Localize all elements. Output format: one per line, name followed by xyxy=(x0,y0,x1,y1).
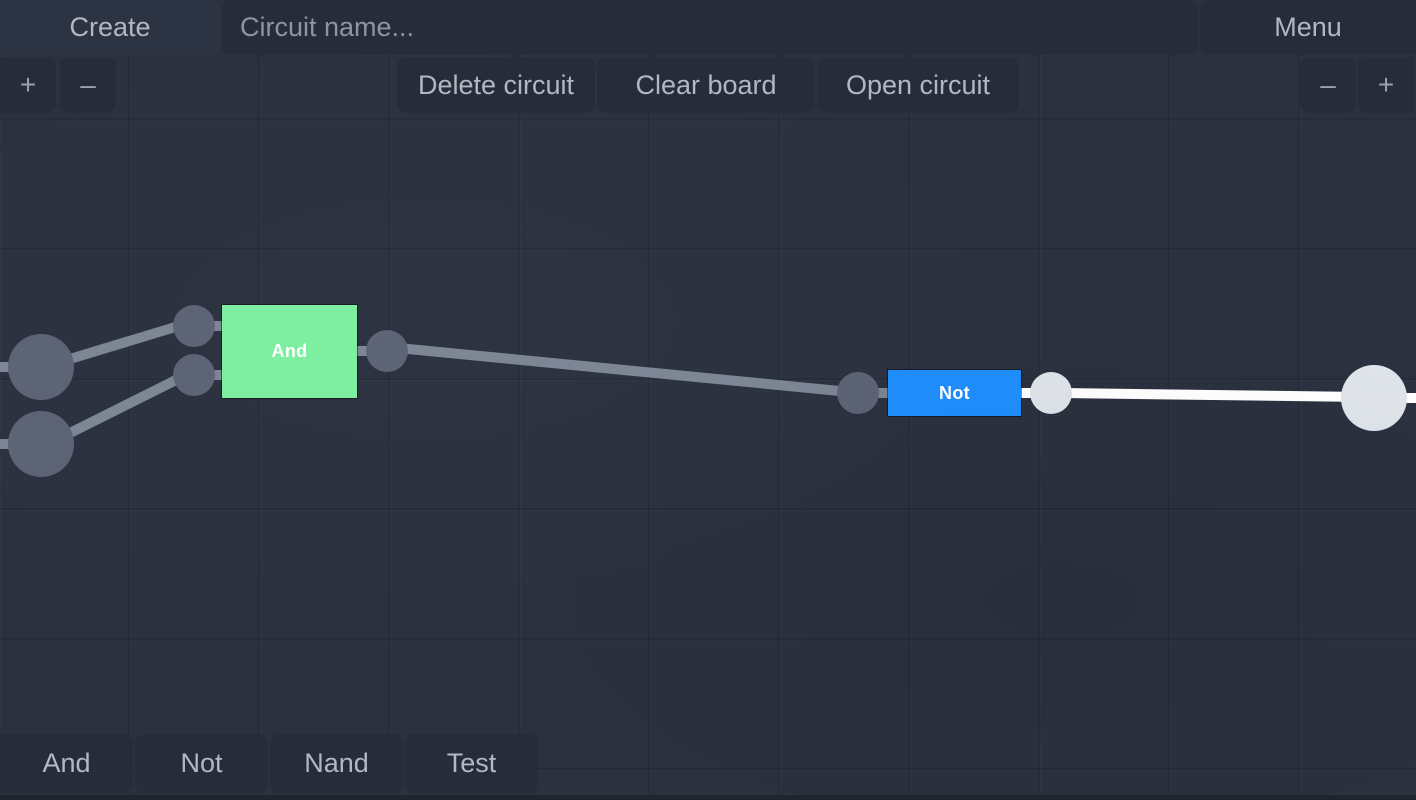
open-circuit-button[interactable]: Open circuit xyxy=(817,57,1019,113)
toolbar-secondary-row: + – Delete circuit Clear board Open circ… xyxy=(0,57,1416,113)
wire[interactable] xyxy=(57,372,185,443)
circuit-node[interactable] xyxy=(173,354,215,396)
create-button[interactable]: Create xyxy=(0,0,220,55)
palette-item-not[interactable]: Not xyxy=(135,734,268,793)
circuit-node[interactable] xyxy=(8,334,74,400)
toolbar-primary-row: Create Menu xyxy=(0,0,1416,55)
bottom-toolbar: And Not Nand Test xyxy=(0,729,1416,800)
delete-circuit-button[interactable]: Delete circuit xyxy=(397,57,595,113)
circuit-node[interactable] xyxy=(8,411,74,477)
circuit-node[interactable] xyxy=(1341,365,1407,431)
wire[interactable] xyxy=(1061,388,1365,402)
circuit-node[interactable] xyxy=(173,305,215,347)
palette-item-test[interactable]: Test xyxy=(405,734,538,793)
zoom-in-right-button[interactable]: + xyxy=(1358,57,1414,113)
zoom-out-left-button[interactable]: – xyxy=(60,57,116,113)
menu-button[interactable]: Menu xyxy=(1200,0,1416,55)
palette-item-nand[interactable]: Nand xyxy=(270,734,403,793)
zoom-out-right-button[interactable]: – xyxy=(1300,57,1356,113)
top-toolbar: Create Menu + – Delete circuit Clear boa… xyxy=(0,0,1416,113)
wire[interactable] xyxy=(397,343,851,397)
bottom-edge-divider xyxy=(0,795,1416,800)
gate-palette: And Not Nand Test xyxy=(0,734,538,793)
gate-and[interactable]: And xyxy=(222,305,357,398)
circuit-node[interactable] xyxy=(837,372,879,414)
gate-not[interactable]: Not xyxy=(888,370,1021,416)
zoom-in-left-button[interactable]: + xyxy=(0,57,56,113)
circuit-node[interactable] xyxy=(366,330,408,372)
palette-item-and[interactable]: And xyxy=(0,734,133,793)
wire[interactable] xyxy=(58,320,184,367)
circuit-actions-group: Delete circuit Clear board Open circuit xyxy=(397,57,1019,113)
circuit-node[interactable] xyxy=(1030,372,1072,414)
circuit-name-input[interactable] xyxy=(222,0,1198,55)
clear-board-button[interactable]: Clear board xyxy=(597,57,815,113)
